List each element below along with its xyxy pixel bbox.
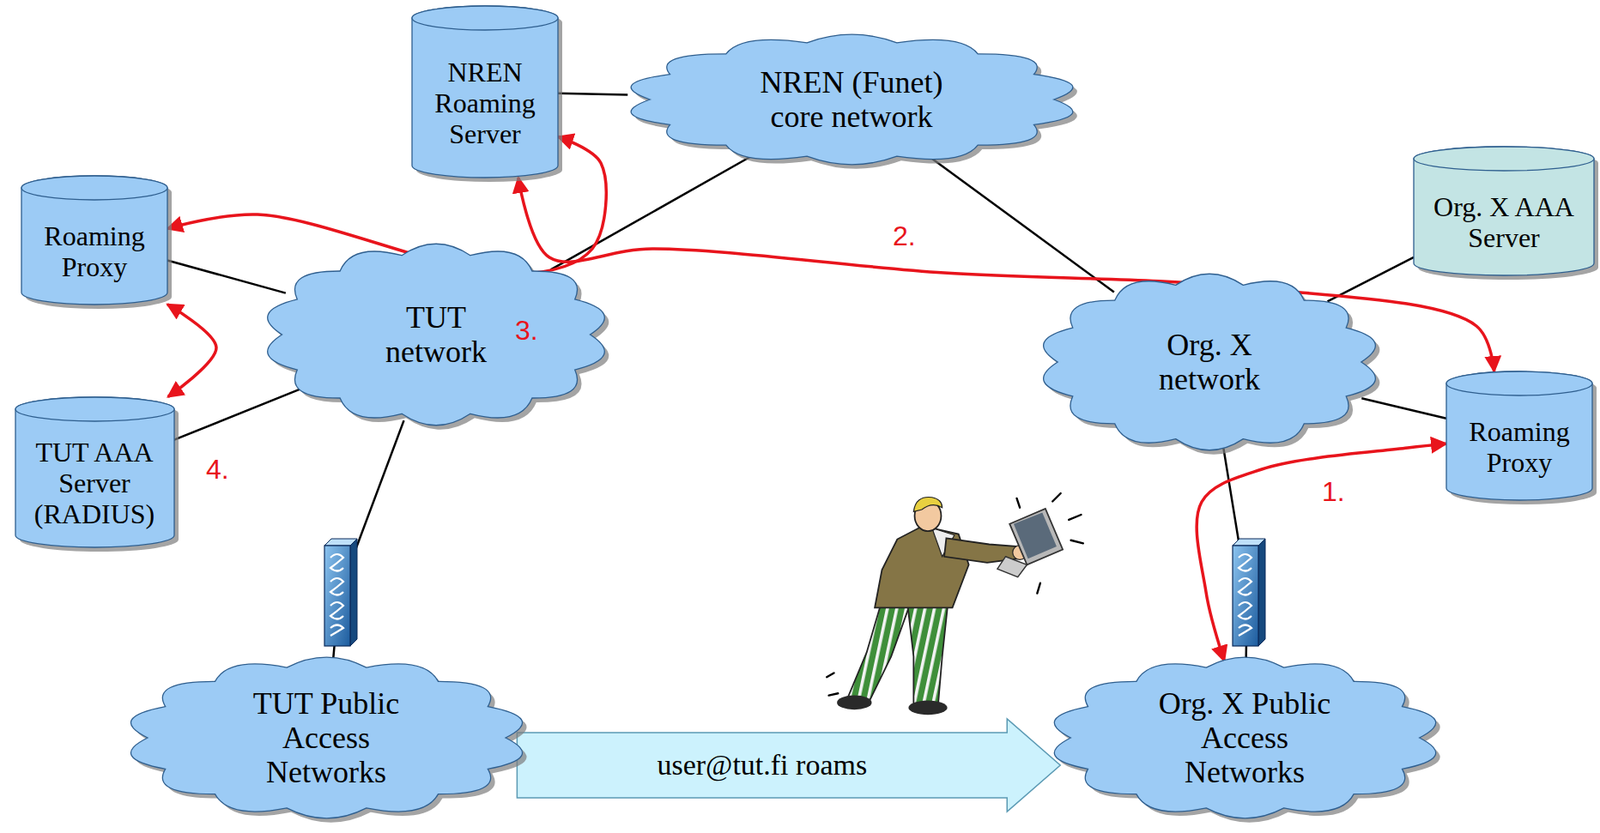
- node-label: TUT AAA Server (RADIUS): [24, 437, 166, 530]
- cylinder-top: [15, 397, 175, 422]
- roaming-user-figure: [826, 493, 1084, 716]
- arrow-label: user@tut.fi roams: [656, 749, 867, 782]
- roaming-block-arrow: [516, 719, 1061, 813]
- cylinder-body: [15, 397, 175, 548]
- network-cloud: Org. X Public Access Networks: [1046, 654, 1444, 823]
- network-cloud: TUT network: [260, 240, 613, 430]
- node-text: Org. X Public Access Networks: [1152, 686, 1338, 791]
- node-label: Org. X Public Access Networks: [1152, 686, 1338, 791]
- node-text: NREN (Funet) core network: [748, 65, 955, 135]
- callout-number: 2.: [892, 221, 916, 252]
- network-link: [174, 388, 303, 441]
- node-text: Roaming Proxy: [1454, 417, 1584, 479]
- edge-label-holder: user@tut.fi roams: [656, 749, 867, 782]
- node-text: TUT network: [375, 300, 497, 370]
- cylinder-top: [412, 6, 558, 31]
- cylinder-top: [1446, 371, 1593, 396]
- user-shoe: [908, 701, 947, 716]
- node-text: NREN Roaming Server: [420, 57, 550, 150]
- node-label: Roaming Proxy: [1454, 417, 1584, 479]
- node-label: TUT Public Access Networks: [240, 686, 413, 791]
- user-leg: [848, 600, 910, 704]
- node-label: NREN Roaming Server: [420, 57, 550, 150]
- callout-number: 4.: [206, 454, 230, 485]
- network-link: [167, 260, 286, 293]
- cloud-shape: [630, 34, 1073, 165]
- cloud-shape: [267, 243, 606, 426]
- node-text: Org. X network: [1145, 327, 1274, 398]
- motion-lines: [826, 493, 1084, 697]
- network-cloud: NREN (Funet) core network: [622, 30, 1082, 169]
- node-text: TUT AAA Server (RADIUS): [24, 437, 166, 530]
- cylinder-body: [21, 175, 168, 305]
- cloud-shape: [130, 657, 522, 819]
- network-cloud: Org. X network: [1036, 270, 1383, 455]
- cylinder-top: [21, 175, 168, 200]
- node-label: Org. X AAA Server: [1422, 192, 1586, 255]
- cylinder-top: [1413, 146, 1594, 171]
- network-cloud: TUT Public Access Networks: [122, 654, 531, 823]
- firewall-icon: [1232, 539, 1266, 647]
- network-link: [1361, 398, 1447, 419]
- laptop-keyboard: [997, 557, 1028, 578]
- user-jacket: [874, 526, 969, 608]
- edge-label-holder: 2.: [892, 221, 916, 252]
- message-arrow: [167, 304, 217, 398]
- cylinder-body: [1413, 146, 1594, 276]
- server-cylinder: TUT AAA Server (RADIUS): [15, 397, 175, 548]
- laptop-screen: [1009, 509, 1063, 565]
- network-link: [930, 157, 1115, 292]
- message-arrow: [1196, 443, 1447, 661]
- server-cylinder: Org. X AAA Server: [1413, 146, 1594, 276]
- edge-label-holder: 3.: [515, 315, 539, 346]
- node-text: TUT Public Access Networks: [240, 686, 413, 791]
- edge-label-holder: 1.: [1321, 477, 1346, 508]
- user-shoe: [836, 696, 872, 711]
- server-cylinder: Roaming Proxy: [1446, 371, 1593, 501]
- node-text: Roaming Proxy: [30, 221, 159, 284]
- cylinder-body: [412, 6, 558, 178]
- server-cylinder: NREN Roaming Server: [412, 6, 558, 178]
- server-cylinder: Roaming Proxy: [21, 175, 168, 305]
- user-leg: [907, 600, 949, 706]
- node-label: Roaming Proxy: [30, 221, 159, 284]
- node-label: TUT network: [375, 300, 497, 370]
- network-link: [557, 93, 628, 96]
- firewall-icon: [324, 539, 358, 647]
- cloud-shape: [1054, 657, 1436, 819]
- cylinder-body: [1446, 371, 1593, 501]
- node-text: Org. X AAA Server: [1422, 192, 1586, 255]
- user-hair: [913, 496, 942, 512]
- cloud-shape: [1043, 273, 1376, 451]
- edge-label-holder: 4.: [206, 454, 230, 485]
- node-label: Org. X network: [1145, 327, 1274, 398]
- laptop-display: [1013, 513, 1057, 560]
- callout-number: 3.: [515, 315, 539, 346]
- node-label: NREN (Funet) core network: [748, 65, 955, 135]
- callout-number: 1.: [1321, 477, 1346, 508]
